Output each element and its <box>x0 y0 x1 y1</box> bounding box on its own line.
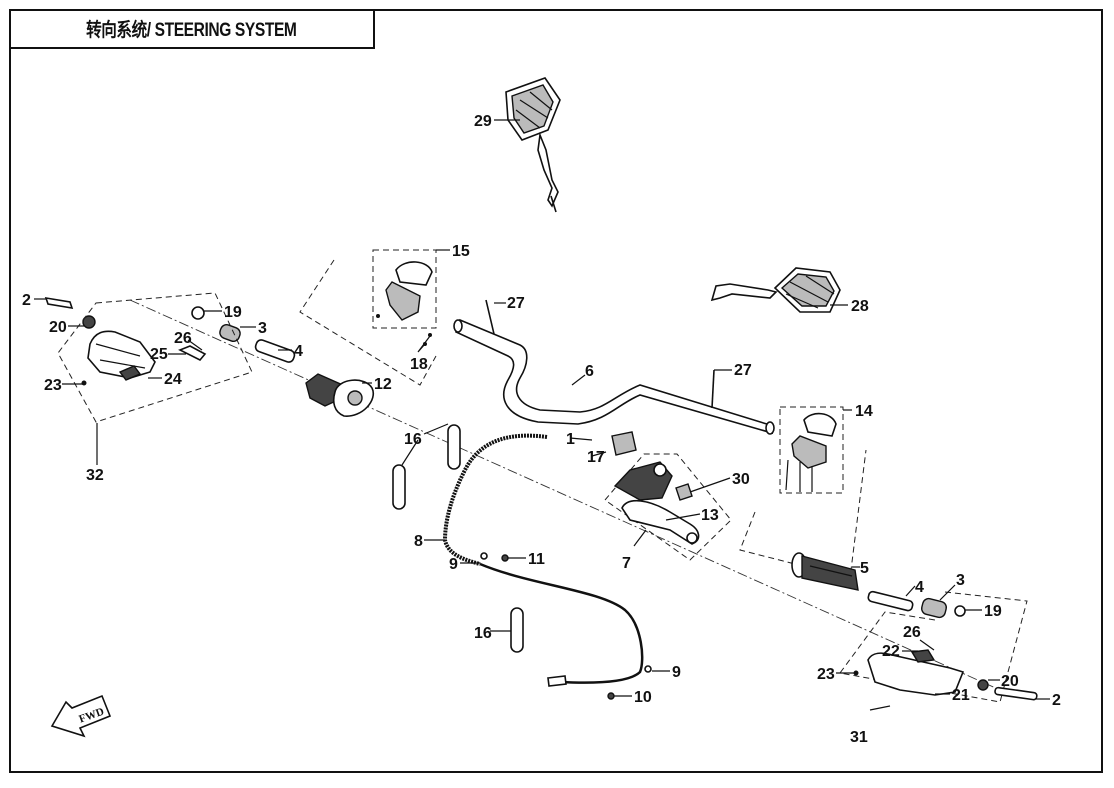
callout-4a: 4 <box>294 343 303 360</box>
callout-2b: 2 <box>1052 692 1061 709</box>
callout-9b: 9 <box>672 664 681 681</box>
callout-29: 29 <box>474 113 492 130</box>
callout-26b: 26 <box>903 624 921 641</box>
callout-20a: 20 <box>49 319 67 336</box>
callout-32: 32 <box>86 467 104 484</box>
dashed-box-15 <box>372 249 437 329</box>
hand-guard-right <box>853 649 1038 701</box>
callout-18: 18 <box>410 356 428 373</box>
dashed-outline-31 <box>839 591 1028 703</box>
callout-11: 11 <box>528 551 545 568</box>
cable-clips <box>392 424 524 653</box>
right-grip <box>791 552 966 619</box>
callout-labels: 29 28 15 18 27 27 6 14 2 20 19 3 4 26 25… <box>22 113 1061 746</box>
callout-23b: 23 <box>817 666 835 683</box>
callout-14: 14 <box>855 403 873 420</box>
callout-7: 7 <box>622 555 631 572</box>
callout-19a: 19 <box>224 304 242 321</box>
callout-28: 28 <box>851 298 869 315</box>
callout-10: 10 <box>634 689 652 706</box>
left-switch <box>376 261 433 346</box>
fwd-arrow-icon: FWD <box>50 694 112 738</box>
right-switch <box>785 412 837 492</box>
leader-lines <box>34 119 1050 711</box>
dashed-outline-5 <box>739 449 867 579</box>
page-title: 转向系统/ STEERING SYSTEM <box>85 19 297 41</box>
mirror-right <box>710 267 841 313</box>
callout-20b: 20 <box>1001 673 1019 690</box>
callout-16b: 16 <box>474 625 492 642</box>
callout-1: 1 <box>566 431 575 448</box>
mirror-left <box>505 77 561 213</box>
dashed-box-14 <box>779 406 844 494</box>
callout-27b: 27 <box>734 362 752 379</box>
callout-5: 5 <box>860 560 869 577</box>
callout-25: 25 <box>150 346 168 363</box>
callout-4b: 4 <box>915 579 924 596</box>
callout-23a: 23 <box>44 377 62 394</box>
hand-guard-left <box>81 330 156 386</box>
handlebar <box>453 318 775 435</box>
callout-6: 6 <box>585 363 594 380</box>
master-cylinder <box>611 431 700 545</box>
callout-21: 21 <box>952 687 970 704</box>
callout-8: 8 <box>414 533 423 550</box>
left-bar-end <box>44 296 296 363</box>
callout-13: 13 <box>701 507 719 524</box>
callout-31: 31 <box>850 729 868 746</box>
dashed-outline-12 <box>299 259 437 386</box>
title-block: 转向系统/ STEERING SYSTEM <box>9 9 375 49</box>
brake-hose <box>442 433 652 700</box>
throttle-grip <box>305 373 375 417</box>
callout-15: 15 <box>452 243 470 260</box>
callout-12: 12 <box>374 376 392 393</box>
callout-24: 24 <box>164 371 182 388</box>
callout-17: 17 <box>587 449 605 466</box>
callout-30: 30 <box>732 471 750 488</box>
callout-22: 22 <box>882 643 900 660</box>
callout-2a: 2 <box>22 292 31 309</box>
callout-26a: 26 <box>174 330 192 347</box>
callout-3b: 3 <box>956 572 965 589</box>
callout-19b: 19 <box>984 603 1002 620</box>
callout-27a: 27 <box>507 295 525 312</box>
callout-16a: 16 <box>404 431 422 448</box>
callout-9a: 9 <box>449 556 458 573</box>
drawing-frame <box>9 9 1103 773</box>
callout-3a: 3 <box>258 320 267 337</box>
